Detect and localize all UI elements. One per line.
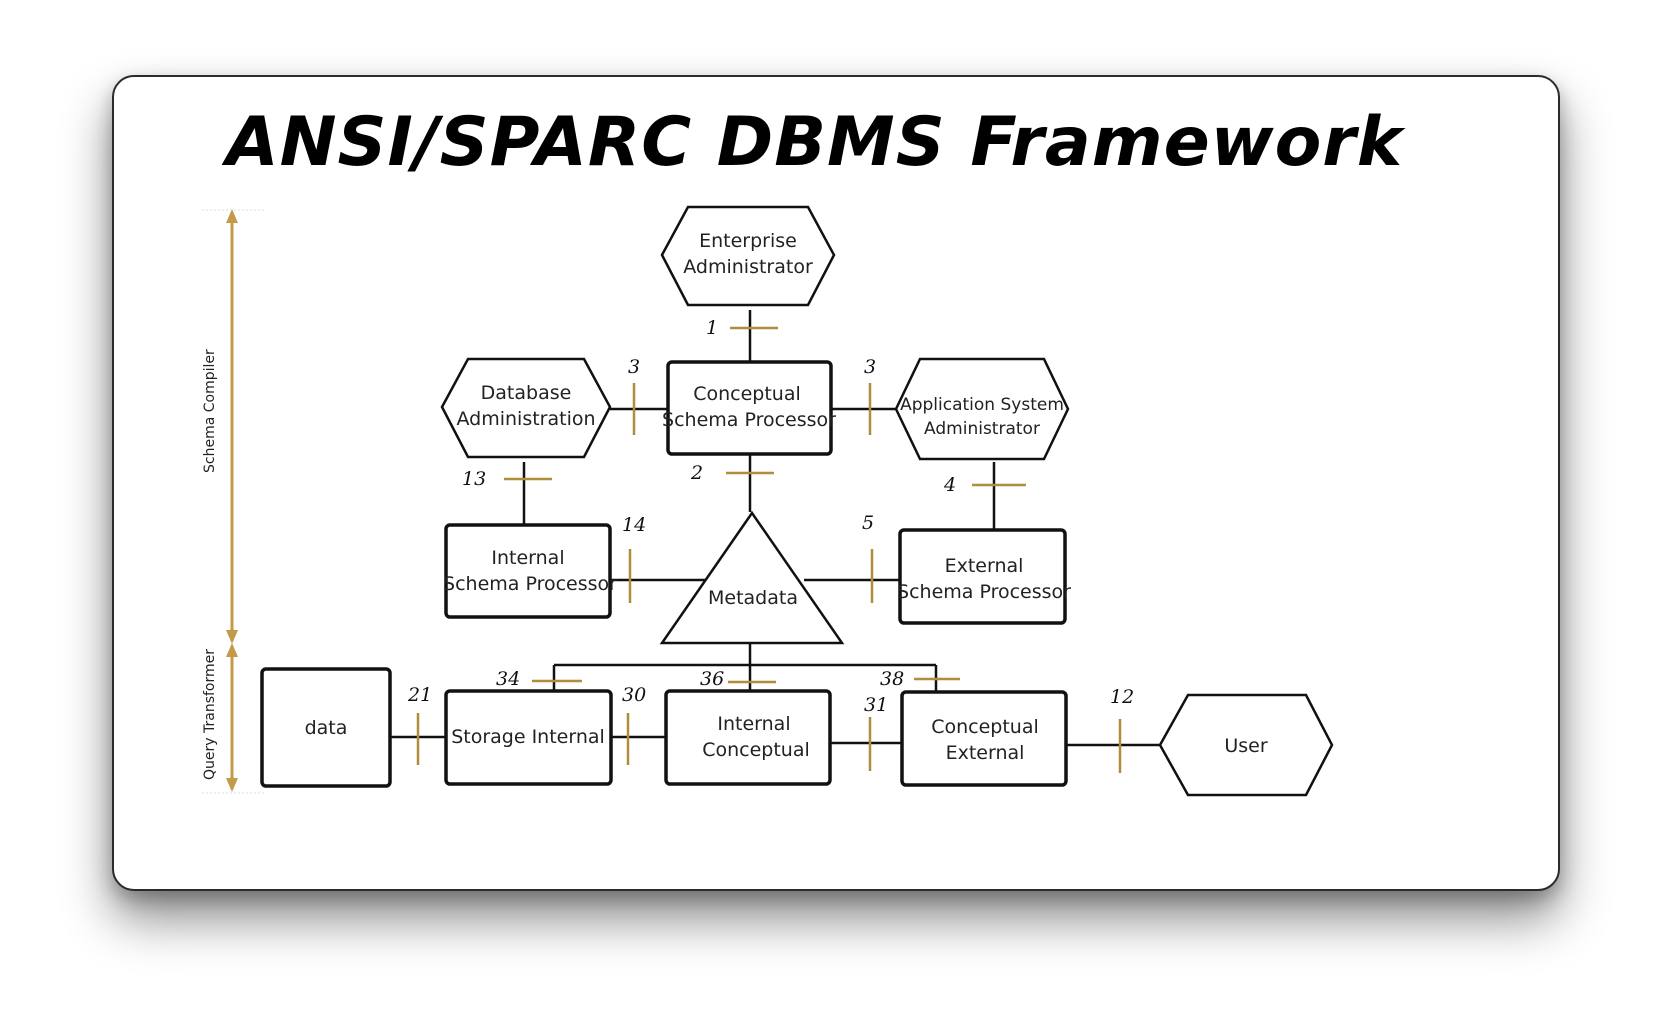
interface-ticks	[416, 326, 1122, 773]
svg-text:Database: Database	[481, 382, 572, 404]
svg-text:Administrator: Administrator	[924, 419, 1040, 439]
interface-number-12: 12	[1110, 686, 1134, 708]
interface-number-36: 36	[700, 668, 724, 690]
svg-text:Application System: Application System	[900, 395, 1064, 415]
svg-text:Conceptual: Conceptual	[702, 739, 810, 761]
database-administration-node: Database Administration	[440, 357, 612, 459]
external-schema-processor-node: External Schema Processor	[897, 528, 1071, 625]
query-transformer-brace	[202, 643, 264, 794]
interface-number-30: 30	[622, 684, 646, 706]
query-transformer-label: Query Transformer	[202, 649, 218, 780]
storage-internal-node: Storage Internal	[444, 689, 613, 786]
svg-text:Schema Processor: Schema Processor	[443, 573, 617, 595]
data-node: data	[260, 667, 392, 788]
interface-number-13: 13	[462, 468, 486, 490]
interface-number-4: 4	[943, 474, 956, 496]
enterprise-administrator-node: Enterprise Administrator	[660, 205, 836, 307]
interface-number-3-left: 3	[628, 356, 640, 378]
framework-diagram: ANSI/SPARC DBMS Framework Schema Compile…	[202, 103, 1406, 797]
interface-number-38: 38	[880, 668, 904, 690]
svg-text:Metadata: Metadata	[708, 587, 798, 609]
internal-schema-processor-node: Internal Schema Processor	[443, 523, 617, 619]
schema-compiler-brace	[202, 209, 264, 644]
connector-lines	[390, 310, 1160, 747]
interface-number-2: 2	[690, 462, 703, 484]
diagram-title: ANSI/SPARC DBMS Framework	[221, 103, 1406, 182]
svg-text:Schema Processor: Schema Processor	[662, 409, 836, 431]
conceptual-external-node: Conceptual External	[900, 690, 1068, 787]
svg-text:Administration: Administration	[456, 408, 595, 430]
application-system-administrator-node: Application System Administrator	[894, 357, 1070, 461]
svg-text:Administrator: Administrator	[683, 256, 813, 278]
interface-number-34: 34	[496, 668, 520, 690]
svg-text:Internal: Internal	[717, 713, 790, 735]
user-node: User	[1158, 693, 1334, 797]
svg-text:data: data	[305, 717, 348, 739]
interface-number-21: 21	[407, 684, 432, 706]
svg-text:External: External	[945, 555, 1024, 577]
conceptual-schema-processor-node: Conceptual Schema Processor	[662, 360, 836, 456]
svg-text:User: User	[1224, 735, 1267, 757]
schema-compiler-label: Schema Compiler	[202, 349, 218, 473]
svg-text:Storage Internal: Storage Internal	[451, 726, 605, 748]
interface-number-1: 1	[706, 317, 718, 339]
internal-conceptual-node: Internal Conceptual	[664, 689, 832, 786]
metadata-node: Metadata	[659, 510, 845, 645]
svg-text:External: External	[946, 742, 1025, 764]
svg-text:Internal: Internal	[491, 547, 564, 569]
svg-text:Conceptual: Conceptual	[931, 716, 1039, 738]
interface-number-14: 14	[622, 514, 646, 536]
svg-text:Conceptual: Conceptual	[693, 383, 801, 405]
interface-number-31: 31	[864, 694, 888, 716]
svg-text:Enterprise: Enterprise	[699, 230, 797, 252]
interface-number-5: 5	[862, 512, 874, 534]
svg-text:Schema Processor: Schema Processor	[897, 581, 1071, 603]
interface-number-3-right: 3	[864, 356, 876, 378]
slide-card: ANSI/SPARC DBMS Framework Schema Compile…	[112, 75, 1560, 891]
